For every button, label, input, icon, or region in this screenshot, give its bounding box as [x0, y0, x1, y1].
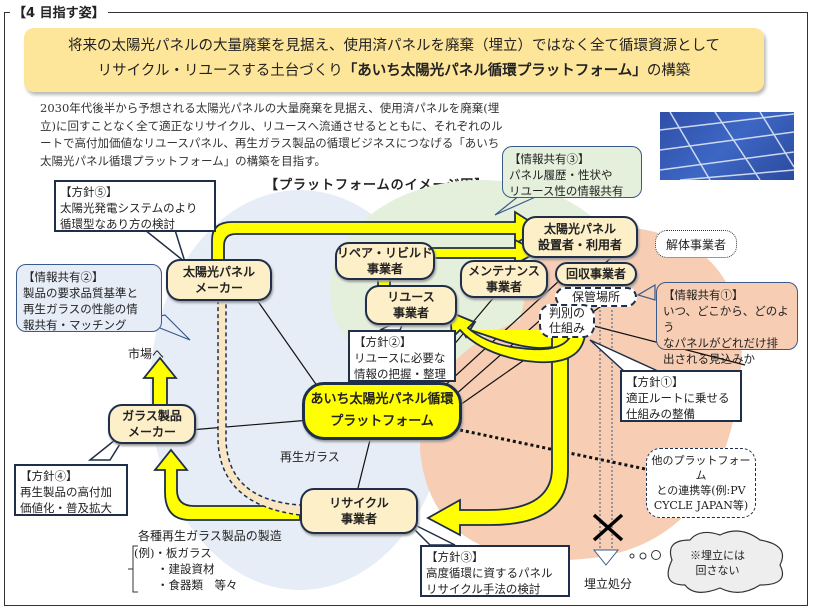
- arrow-glass-to-market: [142, 356, 178, 406]
- label-recycled-glass: 再生ガラス: [280, 450, 340, 464]
- info-2-title: 【情報共有②】: [23, 270, 104, 284]
- policy-5-title: 【方針⑤】: [60, 185, 118, 199]
- node-other-platform: 他のプラットフォーム との連携等(例:PV CYCLE JAPAN等): [646, 448, 756, 518]
- policy-4-text: 再生製品の高付加 価値化・普及拡大: [20, 485, 112, 515]
- node-installer: 太陽光パネル 設置者・利用者: [522, 216, 638, 258]
- thought-bubble-dots-icon: [629, 550, 661, 560]
- callout-tail-policy5: [142, 229, 187, 265]
- node-recycler: リサイクル 事業者: [300, 488, 418, 534]
- policy-1-title: 【方針①】: [626, 375, 684, 389]
- policy-1-text: 適正ルートに乗せる 仕組みの整備: [626, 391, 730, 421]
- node-glass-maker: ガラス製品 メーカー: [108, 404, 196, 444]
- label-products-list: (例)・板ガラス ・建設資材 ・食器類 等々: [134, 546, 238, 592]
- info-3-title: 【情報共有③】: [509, 152, 590, 166]
- headline-banner: 将来の太陽光パネルの大量廃棄を見据え、使用済パネルを廃棄（埋立）ではなく全て循環…: [24, 28, 764, 92]
- policy-3-callout: 【方針③】高度循環に資するパネル リサイクル手法の検討: [420, 545, 570, 597]
- banner-line-2-prefix: リサイクル・リユースする土台づくり: [97, 63, 343, 79]
- info-sharing-1-callout: 【情報共有①】いつ、どこから、どのよう なパネルがどれだけ排 出される見込みか: [656, 282, 798, 366]
- info-3-text: パネル履歴・性状や リユース性の情報共有: [509, 168, 624, 198]
- policy-4-callout: 【方針④】再生製品の高付加 価値化・普及拡大: [14, 464, 128, 516]
- policy-1-callout: 【方針①】適正ルートに乗せる 仕組みの整備: [620, 370, 742, 422]
- policy-4-title: 【方針④】: [20, 469, 78, 483]
- solar-panel-grid-icon: [660, 112, 794, 180]
- info-2-text: 製品の要求品質基準と 再生ガラスの性能の情 報共有・マッチング: [23, 286, 138, 332]
- policy-2-text: リユースに必要な 情報の把握・整理: [354, 351, 446, 381]
- node-sorting-mechanism: 判別の 仕組み: [539, 304, 595, 338]
- node-panel-maker: 太陽光パネル メーカー: [166, 259, 272, 301]
- products-bracket: [128, 545, 138, 593]
- label-products-heading: 各種再生ガラス製品の製造: [138, 529, 282, 543]
- info-sharing-2-callout: 【情報共有②】製品の要求品質基準と 再生ガラスの性能の情 報共有・マッチング: [16, 264, 162, 332]
- banner-line-2-suffix: の構築: [646, 63, 691, 79]
- arrow-reuse-curve: [448, 310, 587, 364]
- policy-5-text: 太陽光発電システムのより 循環型なあり方の検討: [60, 201, 198, 231]
- node-maintenance: メンテナンス 事業者: [460, 260, 548, 298]
- cloud-shape-icon: [667, 530, 784, 593]
- node-demolition: 解体事業者: [655, 230, 737, 258]
- landfill-arrow-head: [592, 549, 620, 566]
- section-title: 【4 目指す姿】: [10, 2, 108, 21]
- node-platform: あいち太陽光パネル循環 プラットフォーム: [302, 382, 462, 440]
- info-1-title: 【情報共有①】: [663, 288, 744, 302]
- node-storage: 保管場所: [555, 287, 637, 307]
- node-reuse: リユース 事業者: [365, 285, 457, 325]
- policy-5-callout: 【方針⑤】太陽光発電システムのより 循環型なあり方の検討: [54, 180, 216, 232]
- cross-mark-icon: [592, 513, 624, 542]
- policy-3-title: 【方針③】: [426, 550, 484, 564]
- banner-emphasis: 「あいち太陽光パネル循環プラットフォーム」: [342, 63, 647, 79]
- policy-3-text: 高度循環に資するパネル リサイクル手法の検討: [426, 566, 553, 596]
- node-repair-rebuild: リペア・リビルド 事業者: [335, 242, 435, 280]
- section-frame: [4, 12, 808, 606]
- policy-2-callout: 【方針②】リユースに必要な 情報の把握・整理: [348, 330, 456, 382]
- info-sharing-3-callout: 【情報共有③】パネル履歴・性状や リユース性の情報共有: [502, 146, 642, 198]
- banner-line-2: リサイクル・リユースする土台づくり「あいち太陽光パネル循環プラットフォーム」の構…: [24, 59, 764, 84]
- label-no-landfill: ※埋立には 回さない: [690, 549, 745, 577]
- policy-2-title: 【方針②】: [354, 335, 412, 349]
- callout-tail-info1: [636, 283, 656, 301]
- intro-text: 2030年代後半から予想される太陽光パネルの大量廃棄を見据え、使用済パネルを廃棄…: [40, 101, 503, 168]
- label-landfill: 埋立処分: [584, 577, 633, 591]
- solar-panel-photo: [660, 112, 794, 180]
- label-to-market: 市場へ: [128, 347, 165, 361]
- node-collector: 回収事業者: [555, 262, 637, 286]
- banner-line-1: 将来の太陽光パネルの大量廃棄を見据え、使用済パネルを廃棄（埋立）ではなく全て循環…: [67, 38, 721, 54]
- info-1-text: いつ、どこから、どのよう なパネルがどれだけ排 出される見込みか: [663, 304, 789, 366]
